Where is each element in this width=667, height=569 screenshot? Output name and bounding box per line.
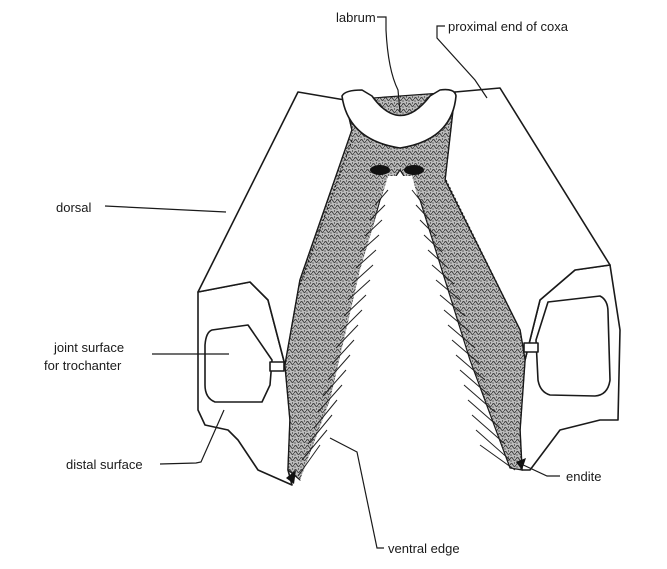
label-endite: endite (566, 469, 601, 484)
proximal-leader (437, 26, 487, 98)
label-joint-surface-line1: joint surface (53, 340, 124, 355)
label-ventral-edge: ventral edge (388, 541, 460, 556)
ventral-edge-leader (330, 438, 384, 548)
right-joint-peg (524, 343, 538, 352)
label-proximal-end-of-coxa: proximal end of coxa (448, 19, 569, 34)
right-joint-surface (536, 296, 610, 396)
hinge-node-right (404, 165, 424, 175)
left-joint-peg (270, 362, 284, 371)
distal-surface-leader (160, 410, 224, 464)
dorsal-leader (105, 206, 226, 212)
label-joint-surface-line2: for trochanter (44, 358, 122, 373)
left-joint-surface (205, 325, 272, 402)
label-distal-surface: distal surface (66, 457, 143, 472)
label-dorsal: dorsal (56, 200, 92, 215)
label-labrum: labrum (336, 10, 376, 25)
hinge-node-left (370, 165, 390, 175)
